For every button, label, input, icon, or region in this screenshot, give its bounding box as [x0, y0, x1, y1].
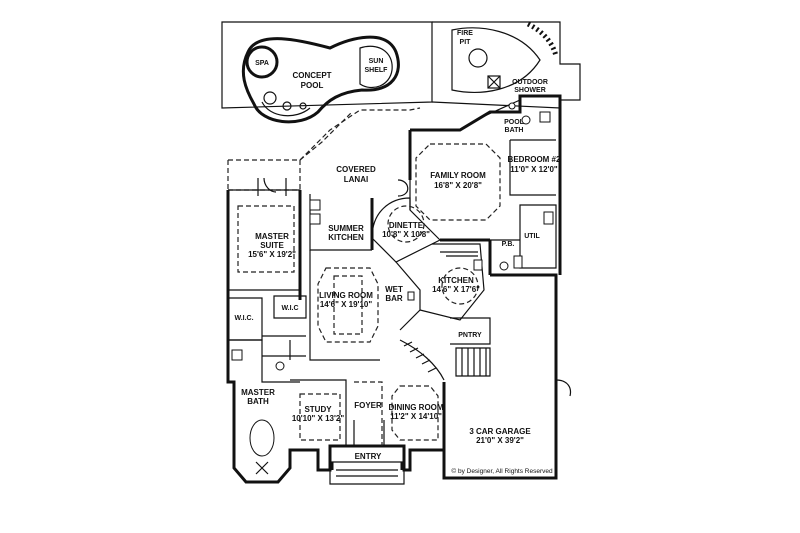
garage — [555, 379, 572, 397]
family-room-dim: 16'8" X 20'8" — [434, 181, 482, 190]
bedroom-2-dim: 11'0" X 12'0" — [510, 165, 558, 174]
bedroom-2 — [509, 139, 556, 196]
concept-pool-label-2: POOL — [301, 81, 324, 90]
garage-dim: 21'0" X 39'2" — [476, 436, 524, 445]
copyright-text: © by Designer, All Rights Reserved — [451, 467, 553, 475]
bedroom-2-label: BEDROOM #2 — [508, 155, 561, 164]
wic-label-2: W.I.C — [281, 305, 298, 312]
pool-bath-label-2: BATH — [505, 127, 524, 134]
outdoor-shower — [487, 75, 501, 89]
spa-label: SPA — [255, 60, 269, 67]
dining-room-dim: 11'2" X 14'10" — [390, 412, 442, 421]
concept-pool — [241, 35, 400, 124]
kitchen-dim: 14'6" X 17'6" — [432, 285, 480, 294]
garage-label: 3 CAR GARAGE — [469, 427, 531, 436]
util-room — [490, 204, 557, 271]
entry-label: ENTRY — [355, 452, 382, 461]
covered-lanai-label-2: LANAI — [344, 175, 368, 184]
wet-bar-label-1: WET — [385, 285, 403, 294]
entry-steps — [329, 461, 405, 485]
kitchen — [419, 243, 485, 321]
master-bath-label-2: BATH — [247, 397, 269, 406]
dining-room-label: DINING ROOM — [388, 403, 443, 412]
master-suite — [228, 189, 301, 291]
kitchen-label: KITCHEN — [438, 276, 474, 285]
foyer — [353, 381, 385, 446]
master-suite-dim: 15'6" X 19'2" — [248, 250, 296, 259]
family-room-label: FAMILY ROOM — [430, 171, 486, 180]
wic-label-1: W.I.C. — [234, 315, 253, 322]
study-dim: 10'10" X 13'2" — [292, 414, 345, 423]
study — [290, 379, 347, 446]
outdoor-shower-label-1: OUTDOOR — [512, 79, 548, 86]
pool-bath — [479, 99, 551, 125]
outdoor-shower-label-2: SHOWER — [514, 87, 546, 94]
stairs — [399, 339, 491, 381]
summer-kitchen-label-2: KITCHEN — [328, 233, 364, 242]
concept-pool-label-1: CONCEPT — [292, 71, 331, 80]
foyer-label: FOYER — [354, 401, 382, 410]
master-bath-label-1: MASTER — [241, 388, 275, 397]
pantry-label: PNTRY — [458, 332, 482, 339]
spa — [245, 45, 279, 79]
fire-pit-label-2: PIT — [460, 39, 472, 46]
master-bath — [228, 339, 300, 475]
wet-bar-label-2: BAR — [385, 294, 403, 303]
master-suite-label-2: SUITE — [260, 241, 284, 250]
fire-pit-label-1: FIRE — [457, 30, 473, 37]
living-room — [309, 250, 380, 361]
dinette-dim: 10'8" X 10'8" — [382, 230, 430, 239]
wet-bar — [395, 261, 421, 331]
master-suite-label-1: MASTER — [255, 232, 289, 241]
pool-bath-label-1: POOL — [504, 119, 525, 126]
sun-shelf-label-1: SUN — [369, 58, 384, 65]
dinette-label: DINETTE — [389, 221, 424, 230]
living-room-label: LIVING ROOM — [319, 291, 373, 300]
fire-pit — [451, 21, 559, 93]
study-label: STUDY — [304, 405, 332, 414]
dining-room — [391, 385, 439, 441]
living-room-dim: 14'6" X 19'10" — [320, 300, 373, 309]
summer-kitchen-label-1: SUMMER — [328, 224, 364, 233]
util-label: UTIL — [524, 233, 540, 240]
sun-shelf-label-2: SHELF — [365, 67, 389, 74]
pb-label: P.B. — [502, 241, 515, 248]
pantry — [450, 317, 491, 345]
covered-lanai-label-1: COVERED — [336, 165, 376, 174]
sun-shelf — [359, 45, 393, 89]
